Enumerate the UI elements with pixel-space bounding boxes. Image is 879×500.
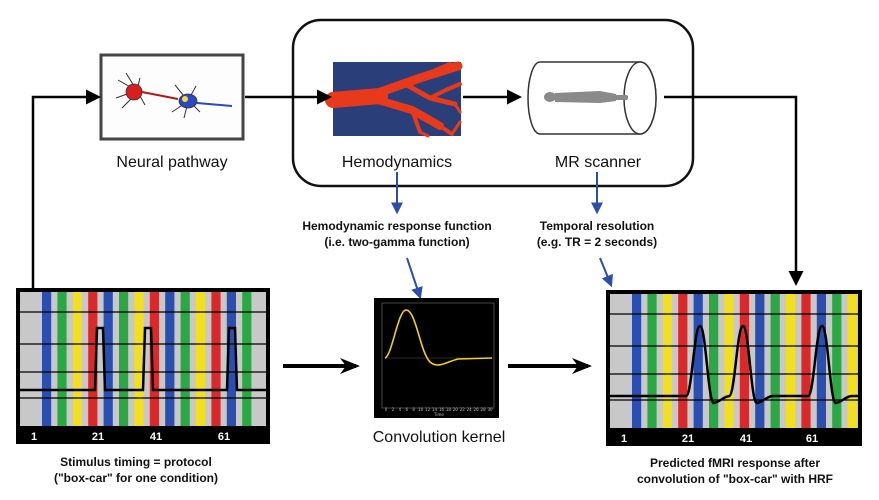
kernel-tick-label: 10 (418, 407, 424, 412)
kernel-tick-label: 12 (425, 407, 431, 412)
kernel-axis-label: Time (433, 412, 444, 417)
kernel-tick-label: 14 (432, 407, 438, 412)
kernel-tick-label: 26 (474, 407, 480, 412)
predicted-tick-1: 1 (621, 433, 627, 445)
physiology-scanner-group-box (291, 18, 695, 188)
predicted-stripes (632, 294, 857, 428)
stripe (801, 294, 811, 428)
connector-scanner-to-prediction (664, 95, 804, 286)
hemodynamics-image (325, 61, 463, 138)
connector-stimulus-to-neural (31, 89, 101, 290)
stimulus-tick-1: 1 (31, 431, 37, 443)
predicted-response-curve (610, 324, 858, 405)
boxcar-curve (20, 326, 266, 392)
kernel-tick-label: 2 (392, 407, 395, 412)
stripe (226, 292, 236, 426)
stripe (149, 292, 159, 426)
kernel-tick-label: 30 (487, 407, 493, 412)
predicted-label-line1: Predicted fMRI response after (650, 456, 820, 470)
stripe (42, 292, 52, 426)
stripe (816, 294, 826, 428)
stimulus-tick-41: 41 (150, 431, 162, 443)
stimulus-tick-21: 21 (92, 431, 104, 443)
stripe (709, 294, 719, 428)
stimulus-stripes (42, 292, 252, 426)
predicted-label-line2: convolution of "box-car" with HRF (637, 472, 833, 486)
stripe (786, 294, 796, 428)
blood-vessel-icon (325, 61, 463, 138)
neural-pathway-image (99, 53, 245, 141)
stripe (134, 292, 144, 426)
stripe (847, 294, 857, 428)
neuron-icon (115, 72, 233, 119)
stripe (647, 294, 657, 428)
stimulus-panel: 1 21 41 61 (16, 288, 270, 444)
convolution-kernel-label: Convolution kernel (373, 429, 506, 446)
kernel-tick-label: 6 (406, 407, 409, 412)
kernel-tick-label: 24 (467, 407, 473, 412)
stripe (103, 292, 113, 426)
stripe (119, 292, 129, 426)
stimulus-hlines (20, 311, 266, 399)
stripe (180, 292, 190, 426)
stimulus-label-line2: ("box-car" for one condition) (54, 471, 218, 485)
stimulus-tick-61: 61 (218, 431, 230, 443)
stripe (165, 292, 175, 426)
mr-scanner-label: MR scanner (555, 154, 642, 171)
stripe (770, 294, 780, 428)
stripe (196, 292, 206, 426)
hrf-label-line2: (i.e. two-gamma function) (324, 235, 469, 249)
stripe (832, 294, 842, 428)
stripe (662, 294, 672, 428)
stripe (755, 294, 765, 428)
kernel-tick-label: 28 (481, 407, 487, 412)
kernel-tick-label: 8 (412, 407, 415, 412)
patient-silhouette-icon (544, 91, 628, 103)
stripe (88, 292, 98, 426)
stripe (678, 294, 688, 428)
hemodynamics-label: Hemodynamics (342, 154, 452, 171)
kernel-tick-label: 22 (460, 407, 466, 412)
stripe (211, 292, 221, 426)
stripe (632, 294, 642, 428)
mri-scanner-icon (527, 61, 657, 135)
kernel-tick-label: 16 (439, 407, 445, 412)
arrow-hrf-to-kernel (406, 257, 423, 300)
predicted-panel: 1 21 41 61 (606, 290, 862, 446)
temporal-label-line1: Temporal resolution (540, 219, 654, 233)
stripe (57, 292, 67, 426)
arrow-temporal-to-prediction (599, 257, 613, 288)
predicted-tick-21: 21 (682, 433, 694, 445)
predicted-tick-41: 41 (740, 433, 752, 445)
hrf-label-line1: Hemodynamic response function (302, 219, 491, 233)
predicted-tick-61: 61 (806, 433, 818, 445)
kernel-tick-label: 4 (399, 407, 402, 412)
kernel-tick-label: 20 (453, 407, 459, 412)
hrf-curve (384, 309, 493, 366)
kernel-tick-label: 0 (385, 407, 388, 412)
kernel-tick-label: 18 (446, 407, 452, 412)
neural-pathway-label: Neural pathway (116, 154, 227, 171)
stripe (724, 294, 734, 428)
temporal-label-line2: (e.g. TR = 2 seconds) (537, 235, 657, 249)
stripe (693, 294, 703, 428)
stripe (739, 294, 749, 428)
stripe (72, 292, 82, 426)
stimulus-label-line1: Stimulus timing = protocol (60, 455, 212, 469)
stripe (242, 292, 252, 426)
